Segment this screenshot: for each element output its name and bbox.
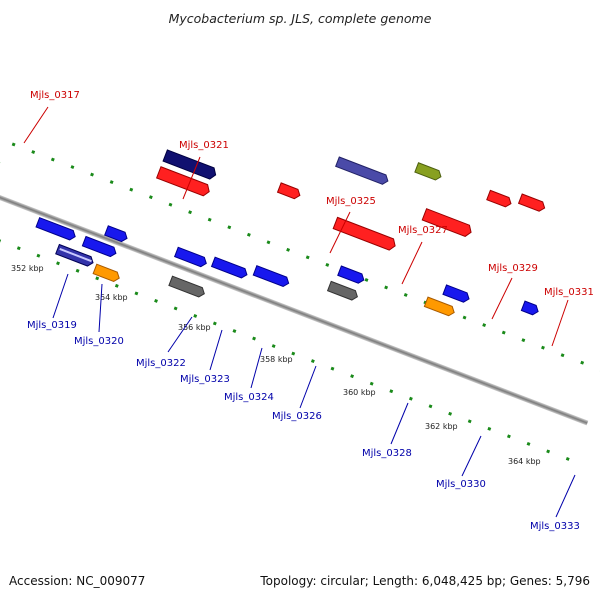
gene-label: Mjls_0325 — [326, 196, 376, 207]
gene-block — [486, 189, 512, 208]
gene-label: Mjls_0326 — [272, 411, 322, 422]
gene-label: Mjls_0322 — [136, 358, 186, 369]
tick-label: 358 kbp — [260, 355, 293, 364]
genome-summary: Topology: circular; Length: 6,048,425 bp… — [259, 574, 590, 588]
gene-block — [520, 300, 539, 316]
gene-block — [252, 265, 290, 288]
gene-block — [326, 280, 358, 301]
tick-label: 356 kbp — [178, 323, 211, 332]
gene-block — [442, 284, 470, 303]
top-leader-lines — [23, 106, 569, 347]
map-title: Mycobacterium sp. JLS, complete genome — [169, 11, 432, 26]
tick-label: 364 kbp — [508, 457, 541, 466]
gene-block — [104, 225, 128, 243]
genome-backbone — [0, 162, 589, 426]
gene-label: Mjls_0329 — [488, 263, 538, 274]
gene-block — [81, 235, 117, 258]
gene-block — [335, 156, 389, 185]
gene-block — [423, 296, 455, 317]
gene-block — [173, 246, 207, 268]
gene-label: Mjls_0331 — [544, 287, 594, 298]
gene-label: Mjls_0317 — [30, 90, 80, 101]
gene-block — [210, 256, 248, 279]
gene-block — [55, 243, 94, 267]
gene-features — [0, 143, 546, 317]
gene-block — [276, 182, 301, 200]
tick-label: 352 kbp — [11, 264, 44, 273]
gene-label: Mjls_0321 — [179, 140, 229, 151]
gene-label: Mjls_0319 — [27, 320, 77, 331]
gene-block — [155, 166, 210, 197]
gene-label: Mjls_0323 — [180, 374, 230, 385]
accession-label: Accession: NC_009077 — [9, 574, 145, 588]
tick-label: 362 kbp — [425, 422, 458, 431]
gene-block — [92, 263, 120, 282]
gene-block — [35, 217, 76, 241]
gene-block — [332, 216, 396, 251]
tick-label: 354 kbp — [95, 293, 128, 302]
gene-block — [517, 193, 546, 212]
gene-label: Mjls_0320 — [74, 336, 124, 347]
bottom-leader-lines — [52, 273, 576, 518]
gene-label: Mjls_0324 — [224, 392, 274, 403]
gene-block — [0, 143, 1, 167]
gene-block — [162, 149, 217, 180]
gene-label: Mjls_0330 — [436, 479, 486, 490]
gene-block — [421, 208, 472, 237]
gene-label: Mjls_0327 — [398, 225, 448, 236]
gene-label: Mjls_0333 — [530, 521, 580, 532]
gene-label: Mjls_0328 — [362, 448, 412, 459]
tick-label: 360 kbp — [343, 388, 376, 397]
gene-block — [337, 265, 365, 284]
gene-block — [168, 275, 205, 298]
gene-block — [414, 162, 442, 181]
